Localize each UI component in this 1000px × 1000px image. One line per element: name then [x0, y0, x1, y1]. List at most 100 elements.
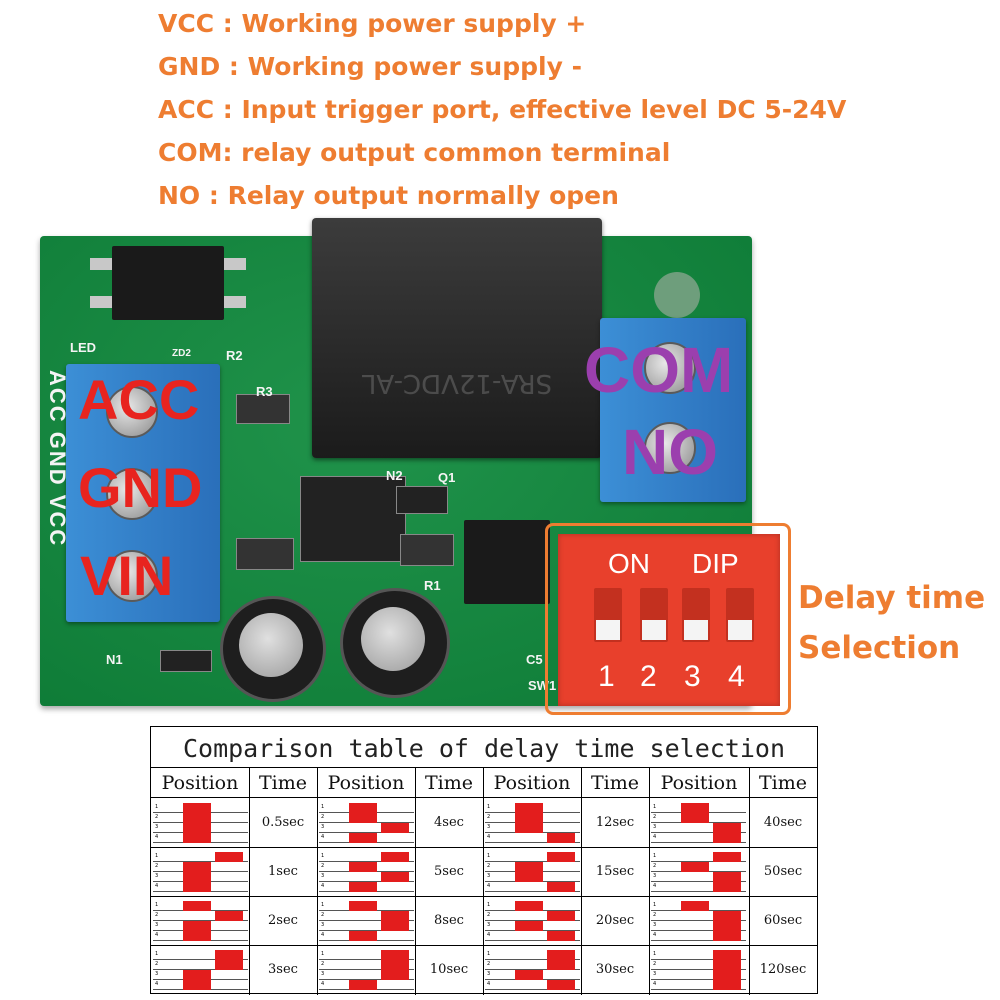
dip-pattern-block — [381, 950, 409, 960]
dip-pattern-row: 1 — [319, 852, 414, 862]
table-rule — [151, 945, 817, 946]
dip-pattern-number: 4 — [321, 834, 325, 840]
dip-pattern-block — [713, 823, 741, 833]
dip-pattern-number: 2 — [653, 863, 657, 869]
dip-pattern-block — [547, 882, 575, 892]
dip-pattern-number: 1 — [487, 804, 491, 810]
dip-pattern-row: 3 — [319, 921, 414, 931]
dip-pattern-block — [183, 970, 211, 980]
dip-pattern-number: 3 — [487, 971, 491, 977]
dip-pattern-block — [515, 803, 543, 813]
dip-pattern-row: 4 — [485, 931, 580, 941]
dip-pattern-row: 2 — [485, 813, 580, 823]
dip-pattern-row: 1 — [319, 950, 414, 960]
dip-switch: ON DIP 1 2 3 4 — [558, 534, 780, 706]
dip-pattern-number: 4 — [653, 883, 657, 889]
dip-pattern-row: 2 — [651, 960, 746, 970]
dip-pattern-block — [215, 960, 243, 970]
delay-time-value: 60sec — [763, 913, 803, 928]
dip-pattern-block — [681, 862, 709, 872]
table-rule — [249, 767, 250, 995]
dip-pattern-block — [349, 882, 377, 892]
silk-pin-labels: ACC GND VCC — [45, 370, 70, 548]
capacitor — [220, 596, 326, 702]
dip-pattern-block — [183, 823, 211, 833]
table-rule — [151, 767, 817, 768]
table-rule — [317, 767, 318, 995]
dip-pattern-row: 1 — [651, 852, 746, 862]
optocoupler-chip — [90, 246, 246, 320]
dip-pattern-row: 2 — [319, 813, 414, 823]
dip-pattern-block — [381, 911, 409, 921]
legend-no: NO : Relay output normally open — [158, 181, 619, 210]
dip-pattern-number: 4 — [487, 834, 491, 840]
dip-pattern-row: 3 — [319, 823, 414, 833]
dip-pattern-row: 1 — [319, 901, 414, 911]
dip-pattern-number: 2 — [487, 863, 491, 869]
dip-pattern-number: 2 — [321, 912, 325, 918]
dip-pattern-number: 3 — [653, 922, 657, 928]
dip-pattern-number: 1 — [653, 902, 657, 908]
dip-pattern-number: 2 — [155, 912, 159, 918]
dip-pattern-row: 2 — [153, 960, 248, 970]
dip-pattern-block — [349, 931, 377, 941]
dip-pattern-block — [515, 901, 543, 911]
dip-pattern-number: 3 — [653, 971, 657, 977]
legend-acc: ACC : Input trigger port, effective leve… — [158, 95, 847, 124]
dip-pattern-number: 2 — [487, 814, 491, 820]
silk-zd2: ZD2 — [172, 348, 191, 359]
input-terminal-block — [66, 364, 220, 622]
pin-legend: VCC : Working power supply + GND : Worki… — [158, 2, 958, 217]
delay-caption-line2: Selection — [798, 630, 961, 666]
dip-pattern-number: 1 — [155, 804, 159, 810]
dip-pattern-number: 2 — [155, 863, 159, 869]
header-time: Time — [258, 772, 307, 794]
overlay-com: COM — [584, 334, 734, 406]
dip-pattern-block — [183, 833, 211, 843]
dip-pattern-number: 4 — [155, 932, 159, 938]
table-rule — [749, 767, 750, 995]
dip-pattern-number: 3 — [321, 922, 325, 928]
dip-pattern-number: 2 — [653, 961, 657, 967]
dip-pattern-block — [215, 852, 243, 862]
dip-pattern-row: 4 — [153, 980, 248, 990]
dip-pattern-number: 3 — [321, 873, 325, 879]
dip-pattern-row: 3 — [485, 970, 580, 980]
dip-pattern-number: 1 — [653, 951, 657, 957]
timer-ic — [464, 520, 550, 604]
dip-pattern-block — [183, 901, 211, 911]
delay-time-value: 2sec — [268, 913, 298, 928]
dip-pattern-row: 4 — [485, 980, 580, 990]
overlay-gnd: GND — [78, 456, 203, 519]
dip-pattern-number: 1 — [487, 902, 491, 908]
dip-pattern-row: 4 — [319, 882, 414, 892]
dip-pattern-row: 2 — [319, 960, 414, 970]
dip-pattern-row: 4 — [319, 931, 414, 941]
silk-led: LED — [70, 340, 96, 355]
table-rule — [483, 767, 484, 995]
dip-number-2: 2 — [640, 660, 657, 693]
dip-pattern-row: 2 — [485, 911, 580, 921]
dip-pattern-block — [713, 970, 741, 980]
header-position: Position — [327, 772, 405, 794]
dip-pattern-number: 4 — [155, 883, 159, 889]
dip-pattern-row: 2 — [485, 862, 580, 872]
silk-n1: N1 — [106, 652, 123, 667]
header-position: Position — [660, 772, 738, 794]
table-title: Comparison table of delay time selection — [182, 734, 786, 763]
dip-pattern-row: 4 — [485, 882, 580, 892]
dip-pattern-block — [713, 872, 741, 882]
dip-pattern-block — [547, 960, 575, 970]
dip-pattern-row: 3 — [153, 823, 248, 833]
dip-pattern-row: 2 — [485, 960, 580, 970]
dip-pattern-block — [349, 813, 377, 823]
overlay-vin: VIN — [80, 544, 174, 607]
dip-pattern-block — [381, 872, 409, 882]
dip-pattern-row: 3 — [153, 970, 248, 980]
mounting-hole — [654, 272, 700, 318]
